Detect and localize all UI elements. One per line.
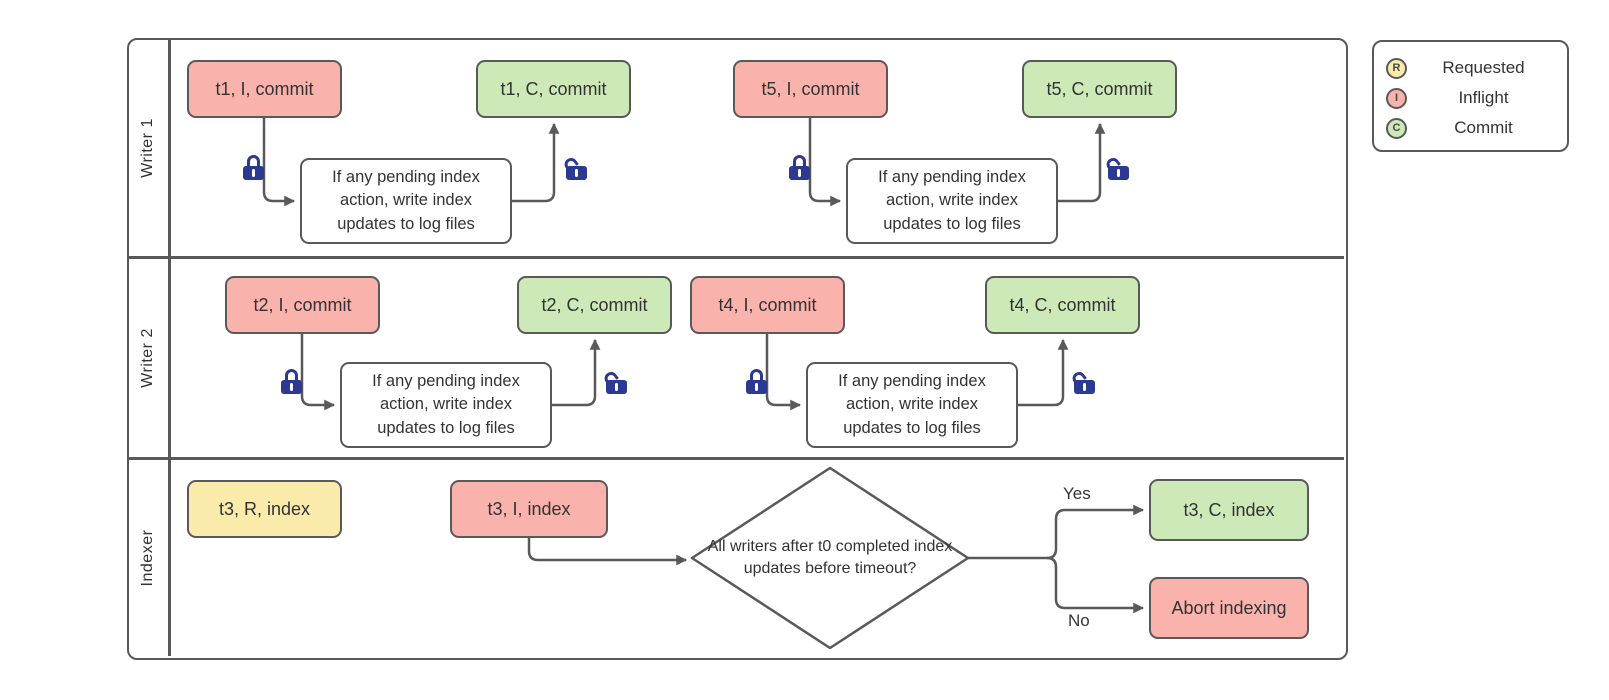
inflight-badge-icon: I bbox=[1386, 87, 1407, 109]
legend-label: Commit bbox=[1454, 118, 1513, 137]
closed-lock-icon bbox=[243, 155, 265, 180]
open-lock-icon bbox=[561, 155, 588, 180]
closed-lock-icon bbox=[746, 369, 768, 394]
node-abort-indexing: Abort indexing bbox=[1149, 577, 1309, 639]
legend-label: Inflight bbox=[1458, 88, 1509, 107]
node-t1-commit: t1, C, commit bbox=[476, 60, 631, 118]
closed-lock-icon bbox=[789, 155, 811, 180]
lane-divider-1 bbox=[128, 256, 1344, 259]
legend-item-inflight: I Inflight bbox=[1386, 83, 1555, 113]
node-t5-commit: t5, C, commit bbox=[1022, 60, 1177, 118]
node-t2-commit: t2, C, commit bbox=[517, 276, 672, 334]
decision-text: All writers after t0 completed index upd… bbox=[707, 538, 953, 577]
legend-box: R Requested I Inflight C Commit bbox=[1372, 40, 1569, 152]
legend-item-requested: R Requested bbox=[1386, 53, 1555, 83]
node-t3-inflight: t3, I, index bbox=[450, 480, 608, 538]
open-lock-icon bbox=[1103, 155, 1130, 180]
closed-lock-icon bbox=[281, 369, 303, 394]
node-process-t2: If any pending index action, write index… bbox=[340, 362, 552, 448]
lane-label-writer1: Writer 1 bbox=[139, 118, 156, 178]
legend-item-commit: C Commit bbox=[1386, 113, 1555, 143]
commit-badge-icon: C bbox=[1386, 117, 1407, 139]
open-lock-icon bbox=[1069, 369, 1096, 394]
lane-divider-2 bbox=[128, 457, 1344, 460]
node-t3-commit: t3, C, index bbox=[1149, 479, 1309, 541]
lane-label-indexer: Indexer bbox=[139, 529, 156, 587]
node-t2-inflight: t2, I, commit bbox=[225, 276, 380, 334]
node-t3-requested: t3, R, index bbox=[187, 480, 342, 538]
node-process-t1: If any pending index action, write index… bbox=[300, 158, 512, 244]
lane-label-column-divider bbox=[168, 39, 171, 656]
node-t4-inflight: t4, I, commit bbox=[690, 276, 845, 334]
lane-label-writer2: Writer 2 bbox=[139, 328, 156, 388]
edge-label-no: No bbox=[1068, 611, 1090, 630]
node-t4-commit: t4, C, commit bbox=[985, 276, 1140, 334]
node-process-t5: If any pending index action, write index… bbox=[846, 158, 1058, 244]
requested-badge-icon: R bbox=[1386, 57, 1407, 79]
node-t5-inflight: t5, I, commit bbox=[733, 60, 888, 118]
edge-label-yes: Yes bbox=[1063, 484, 1091, 503]
open-lock-icon bbox=[601, 369, 628, 394]
node-process-t4: If any pending index action, write index… bbox=[806, 362, 1018, 448]
swimlane-pool bbox=[127, 38, 1348, 660]
decision-diamond-shape bbox=[690, 466, 970, 650]
node-t1-inflight: t1, I, commit bbox=[187, 60, 342, 118]
legend-label: Requested bbox=[1442, 58, 1525, 77]
